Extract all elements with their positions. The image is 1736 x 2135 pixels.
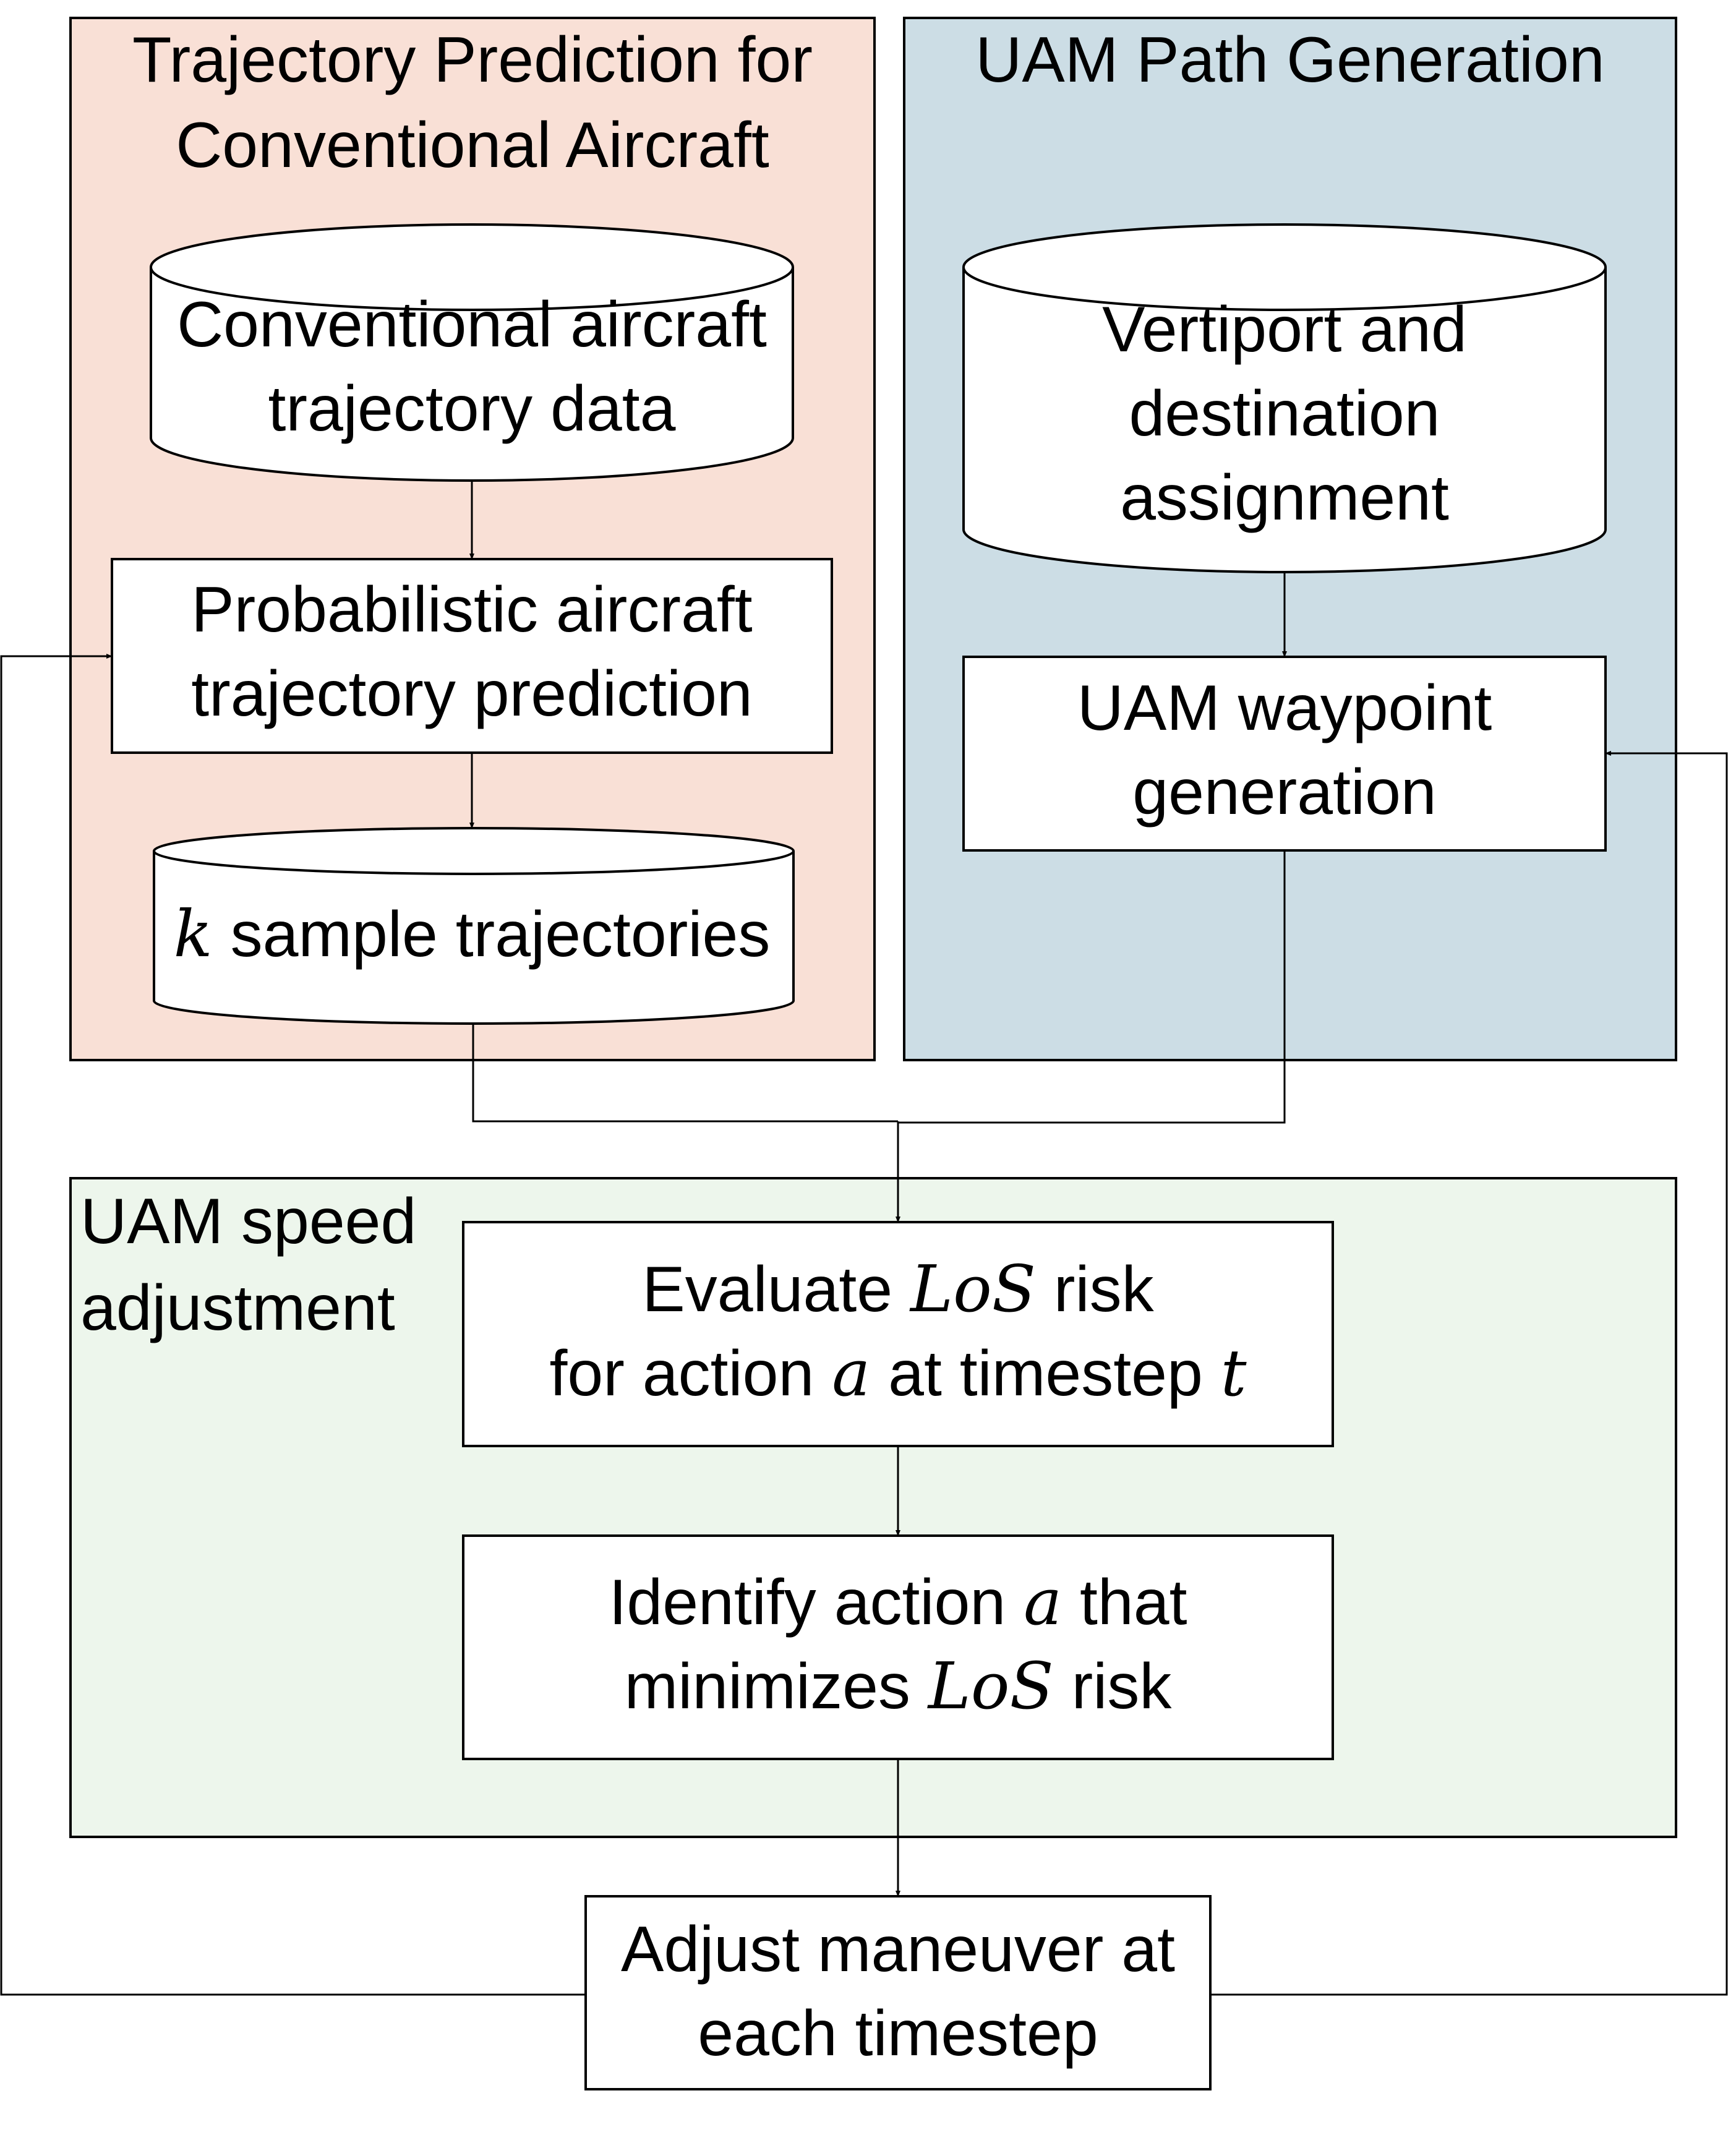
evaluate-risk-l2-pre: for action <box>550 1338 832 1410</box>
identify-action-l2-post: risk <box>1054 1651 1173 1722</box>
speed-panel-title-line2: adjustment <box>80 1272 395 1344</box>
sample-trajectories-label: k sample trajectories <box>174 896 771 972</box>
waypoint-generation-line2: generation <box>1132 756 1437 828</box>
sample-count-variable: k <box>174 896 213 972</box>
timestep-variable: t <box>1221 1335 1247 1411</box>
feedback-arrow-to-prediction <box>0 654 586 1996</box>
sample-trajectories-cylinder: k sample trajectories <box>153 827 795 1025</box>
identify-action-l1-post: that <box>1062 1567 1187 1638</box>
vertiport-assignment-line2: destination <box>1129 378 1440 450</box>
evaluate-risk-l2-mid: at timestep <box>870 1338 1220 1410</box>
line-waypoint-to-junction <box>898 850 1286 1124</box>
vertiport-assignment-line3: assignment <box>1120 462 1449 534</box>
line-samples-to-junction <box>472 1024 898 1123</box>
identify-action-line2: minimizes LoS risk <box>625 1648 1173 1724</box>
adjust-maneuver-box: Adjust maneuver at each timestep <box>584 1895 1212 2090</box>
evaluate-risk-box: Evaluate LoS risk for action a at timest… <box>462 1221 1334 1447</box>
trajectory-data-line2: trajectory data <box>268 373 676 445</box>
feedback-arrow-to-waypoint <box>1210 751 1728 1996</box>
trajectory-panel-title-line2: Conventional Aircraft <box>176 109 769 181</box>
probabilistic-prediction-box: Probabilistic aircraft trajectory predic… <box>111 558 833 754</box>
action-variable: a <box>832 1335 870 1411</box>
los-variable-2: LoS <box>927 1648 1054 1724</box>
adjust-maneuver-line2: each timestep <box>698 1998 1098 2069</box>
trajectory-panel-title-2: Conventional Aircraft <box>176 109 769 181</box>
vertiport-assignment-line1: Vertiport and <box>1102 294 1467 366</box>
evaluate-risk-l1-post: risk <box>1036 1254 1155 1325</box>
trajectory-panel-title: Trajectory Prediction for <box>132 24 813 96</box>
evaluate-risk-line1: Evaluate LoS risk <box>642 1251 1154 1327</box>
speed-panel-title-line1: UAM speed <box>80 1186 416 1257</box>
path-panel-title: UAM Path Generation <box>975 24 1604 96</box>
waypoint-generation-box: UAM waypoint generation <box>962 656 1607 852</box>
sample-trajectories-text: sample trajectories <box>213 899 771 970</box>
identify-action-l1-pre: Identify action <box>609 1567 1024 1638</box>
identify-action-line1: Identify action a that <box>609 1564 1187 1640</box>
probabilistic-prediction-line2: trajectory prediction <box>191 658 753 730</box>
trajectory-data-cylinder: Conventional aircraft trajectory data <box>150 223 794 482</box>
action-variable-2: a <box>1024 1564 1062 1640</box>
identify-action-box: Identify action a that minimizes LoS ris… <box>462 1534 1334 1760</box>
waypoint-generation-line1: UAM waypoint <box>1077 672 1492 744</box>
evaluate-risk-l1-pre: Evaluate <box>642 1254 910 1325</box>
identify-action-l2-pre: minimizes <box>625 1651 928 1722</box>
vertiport-assignment-cylinder: Vertiport and destination assignment <box>962 223 1607 573</box>
probabilistic-prediction-line1: Probabilistic aircraft <box>191 574 753 646</box>
los-variable: LoS <box>909 1251 1036 1327</box>
adjust-maneuver-line1: Adjust maneuver at <box>621 1914 1175 1985</box>
trajectory-data-line1: Conventional aircraft <box>177 289 767 361</box>
trajectory-panel-title-line1: Trajectory Prediction for <box>132 24 813 96</box>
evaluate-risk-line2: for action a at timestep t <box>550 1335 1247 1411</box>
